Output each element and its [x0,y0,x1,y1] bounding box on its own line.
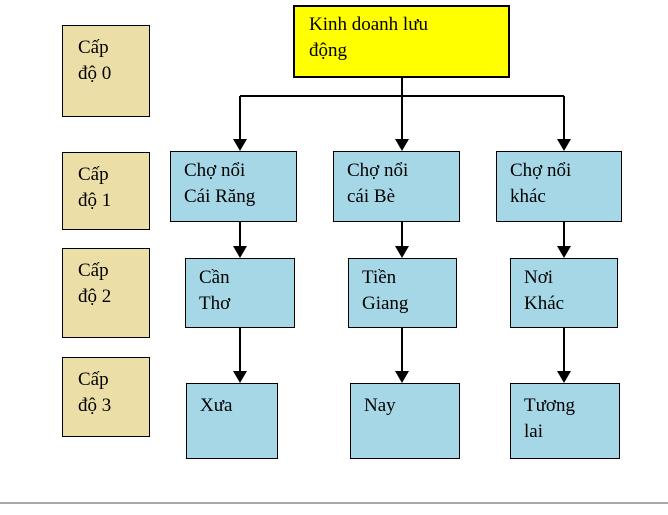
arrowhead-icon [233,246,247,258]
legend-label-line: độ 3 [78,395,112,416]
node-label-line: Tương [524,395,575,416]
arrowhead-icon [395,139,409,151]
node-tuong-lai: Tương lai [510,383,620,459]
node-label-line: Chợ nổi [510,160,572,181]
arrowhead-icon [395,371,409,383]
arrowhead-icon [233,371,247,383]
node-label-line: Cần [199,267,230,288]
node-label-line: Khác [524,293,565,314]
legend-label-line: Cấp [78,260,109,281]
node-label-line: Chợ nổi [347,160,409,181]
legend-level-0: Cấp độ 0 [62,25,150,117]
node-cho-noi-cai-be: Chợ nổi cái Bè [333,151,460,222]
arrowhead-icon [557,371,571,383]
legend-label-line: Cấp [78,164,109,185]
node-nay: Nay [350,383,460,459]
node-cho-noi-khac: Chợ nổi khác [496,151,622,222]
node-label-line: Giang [362,293,409,314]
node-can-tho: Cần Thơ [185,258,295,328]
bottom-divider-line [0,502,668,504]
node-label-line: động [309,40,347,61]
node-label-line: Nơi [524,267,554,288]
legend-level-2: Cấp độ 2 [62,248,150,338]
node-label-line: Kinh doanh lưu [309,14,429,35]
legend-label-line: độ 1 [78,190,112,211]
legend-level-1: Cấp độ 1 [62,152,150,230]
arrowhead-icon [395,246,409,258]
node-label-line: Chợ nổi [184,160,246,181]
node-label-line: Tiền [362,267,397,288]
node-label-line: Nay [364,395,396,416]
node-tien-giang: Tiền Giang [348,258,457,328]
arrowhead-icon [233,139,247,151]
legend-label-line: Cấp [78,369,109,390]
arrowhead-icon [557,139,571,151]
legend-label-line: độ 0 [78,63,112,84]
node-cho-noi-cai-rang: Chợ nổi Cái Răng [170,151,297,222]
node-label-line: Xưa [200,395,233,416]
node-label-line: cái Bè [347,186,396,207]
node-root-kinh-doanh-luu-dong: Kinh doanh lưu động [293,5,510,78]
node-label-line: khác [510,186,546,207]
node-xua: Xưa [186,383,278,459]
legend-label-line: độ 2 [78,286,112,307]
node-label-line: Cái Răng [184,186,256,207]
node-label-line: Thơ [199,293,231,314]
legend-level-3: Cấp độ 3 [62,357,150,437]
arrowhead-icon [557,246,571,258]
node-label-line: lai [524,421,543,442]
legend-label-line: Cấp [78,37,109,58]
node-noi-khac: Nơi Khác [510,258,618,328]
